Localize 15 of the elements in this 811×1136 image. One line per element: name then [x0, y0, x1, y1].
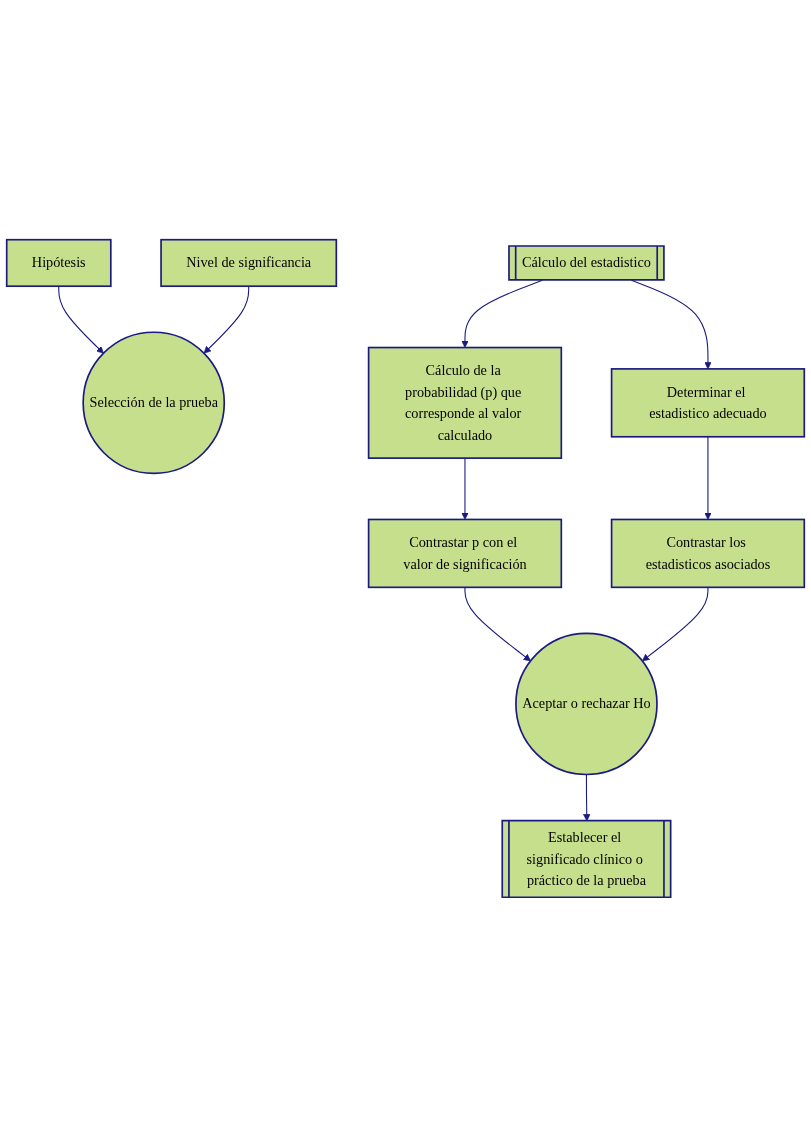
- arrow: [583, 773, 591, 821]
- node-box: Contrastar p con el valor de significación: [367, 518, 563, 588]
- node-box: Determinar el estadistico adecuado: [610, 367, 806, 438]
- node-box: Cálculo de la probabilidad (p) que corresponde al valor calculado: [367, 346, 563, 459]
- arrow: [461, 457, 469, 520]
- node-box: Contrastar los estadisticos asociados: [610, 518, 806, 588]
- arrow: [58, 285, 104, 354]
- arrow: [464, 586, 531, 661]
- node-circle: Aceptar o rechazar Ho: [515, 632, 658, 775]
- arrow: [642, 586, 709, 661]
- arrow: [704, 435, 712, 520]
- node-box: Nivel de significancia: [160, 238, 338, 287]
- arrow: [203, 285, 250, 354]
- node-circle: Selección de la prueba: [82, 331, 226, 474]
- node-box: Hipótesis: [5, 238, 112, 287]
